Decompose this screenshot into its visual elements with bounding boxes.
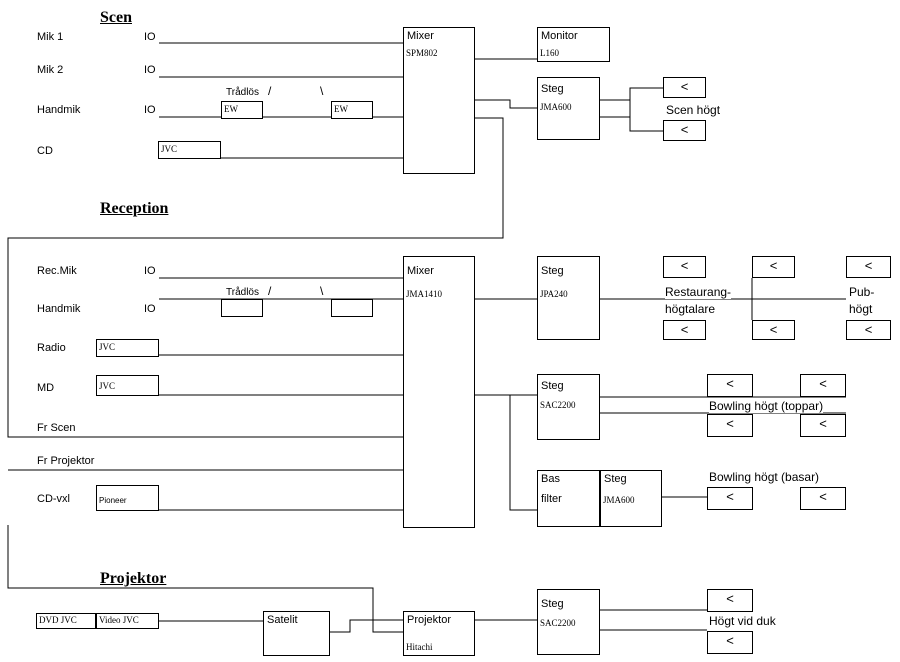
wireless-receiver-box: EW <box>221 101 263 119</box>
speaker-label-restaurang: högtalare <box>665 302 716 316</box>
steg-label: Steg <box>541 598 564 610</box>
section-heading-reception: Reception <box>100 200 169 217</box>
jvc-label: JVC <box>99 381 116 391</box>
amplifier-jpa240: Steg JPA240 <box>537 256 600 340</box>
ew-label: EW <box>334 104 348 114</box>
steg-label: Steg <box>541 265 564 277</box>
steg-label: Steg <box>604 473 627 485</box>
speaker-label-duk: Högt vid duk <box>709 614 776 628</box>
amplifier-jma600: Steg JMA600 <box>537 77 600 140</box>
pioneer-label: Pioneer <box>99 496 127 505</box>
monitor-label: Monitor <box>541 30 578 42</box>
satellite-receiver: Satelit <box>263 611 330 656</box>
steg-label: Steg <box>541 83 564 95</box>
mixer-model: SPM802 <box>406 48 438 58</box>
io-label: IO <box>144 104 156 116</box>
mixer-model: JMA1410 <box>406 289 443 299</box>
speaker-label-bowling-toppar: Bowling högt (toppar) <box>709 399 824 413</box>
source-md: MD <box>37 382 55 394</box>
amplifier-jma600-bass: Steg JMA600 <box>600 470 662 527</box>
source-mik1: Mik 1 <box>37 31 64 43</box>
projektor-model: Hitachi <box>406 642 433 652</box>
io-label: IO <box>144 303 156 315</box>
satelit-label: Satelit <box>267 614 298 626</box>
speaker-icon: < <box>663 256 706 278</box>
section-heading-scen: Scen <box>100 9 132 26</box>
dvd-jvc-label: DVD JVC <box>39 615 77 625</box>
mixer-jma1410: Mixer JMA1410 <box>403 256 475 528</box>
amplifier-sac2200-projektor: Steg SAC2200 <box>537 589 600 655</box>
speaker-icon: < <box>707 589 753 612</box>
speaker-icon: < <box>663 320 706 340</box>
projektor-label: Projektor <box>407 614 452 626</box>
io-label: IO <box>144 64 156 76</box>
steg-model: JPA240 <box>540 289 568 299</box>
speaker-icon: < <box>663 120 706 141</box>
jvc-label: JVC <box>99 342 116 352</box>
video-jvc-label: Video JVC <box>99 615 139 625</box>
speaker-label-pub: Pub- <box>849 285 875 299</box>
radio-jvc-box: JVC <box>96 339 159 357</box>
steg-model: JMA600 <box>603 495 635 505</box>
speaker-icon: < <box>707 414 753 437</box>
slash-mark: / <box>268 284 272 298</box>
section-heading-projektor: Projektor <box>100 570 167 587</box>
source-handmik2: Handmik <box>37 303 81 315</box>
speaker-icon: < <box>800 374 846 397</box>
speaker-icon: < <box>800 414 846 437</box>
speaker-icon: < <box>846 320 891 340</box>
steg-model: SAC2200 <box>540 618 576 628</box>
steg-model: SAC2200 <box>540 400 576 410</box>
io-label: IO <box>144 31 156 43</box>
steg-model: JMA600 <box>540 102 572 112</box>
source-rec-mik: Rec.Mik <box>37 265 77 277</box>
wireless-label: Trådlös <box>226 287 259 298</box>
io-label: IO <box>144 265 156 277</box>
source-fr-projektor: Fr Projektor <box>37 455 95 467</box>
speaker-icon: < <box>752 256 795 278</box>
md-jvc-box: JVC <box>96 375 159 396</box>
wireless-transmitter-box <box>331 299 373 317</box>
speaker-icon: < <box>846 256 891 278</box>
speaker-icon: < <box>707 487 753 510</box>
amplifier-sac2200: Steg SAC2200 <box>537 374 600 440</box>
mixer-label: Mixer <box>407 265 434 277</box>
backslash-mark: \ <box>320 84 324 98</box>
bass-filter-label: Bas <box>541 473 560 485</box>
bass-filter-label: filter <box>541 493 562 505</box>
speaker-icon: < <box>800 487 846 510</box>
source-radio: Radio <box>37 342 66 354</box>
projector-hitachi: Projektor Hitachi <box>403 611 475 656</box>
source-cd-vxl: CD-vxl <box>37 493 70 505</box>
speaker-icon: < <box>707 631 753 654</box>
wireless-transmitter-box: EW <box>331 101 373 119</box>
speaker-icon: < <box>707 374 753 397</box>
speaker-label-scen: Scen högt <box>666 103 721 117</box>
dvd-jvc-box: DVD JVC <box>36 613 96 629</box>
source-mik2: Mik 2 <box>37 64 64 76</box>
speaker-label-restaurang: Restaurang- <box>665 285 732 299</box>
slash-mark: / <box>268 84 272 98</box>
source-cd: CD <box>37 145 53 157</box>
wireless-label: Trådlös <box>226 87 259 98</box>
speaker-icon: < <box>663 77 706 98</box>
mixer-label: Mixer <box>407 30 434 42</box>
wireless-receiver-box <box>221 299 263 317</box>
speaker-label-bowling-basar: Bowling högt (basar) <box>709 470 820 484</box>
source-handmik: Handmik <box>37 104 81 116</box>
jvc-label: JVC <box>161 144 178 154</box>
cd-changer-box: Pioneer <box>96 485 159 511</box>
bass-filter: Bas filter <box>537 470 600 527</box>
video-jvc-box: Video JVC <box>96 613 159 629</box>
cd-player-box: JVC <box>158 141 221 159</box>
monitor-l160: Monitor L160 <box>537 27 610 62</box>
mixer-spm802: Mixer SPM802 <box>403 27 475 174</box>
steg-label: Steg <box>541 380 564 392</box>
ew-label: EW <box>224 104 238 114</box>
speaker-label-pub: högt <box>849 302 873 316</box>
monitor-model: L160 <box>540 48 559 58</box>
backslash-mark: \ <box>320 284 324 298</box>
speaker-icon: < <box>752 320 795 340</box>
source-fr-scen: Fr Scen <box>37 422 76 434</box>
